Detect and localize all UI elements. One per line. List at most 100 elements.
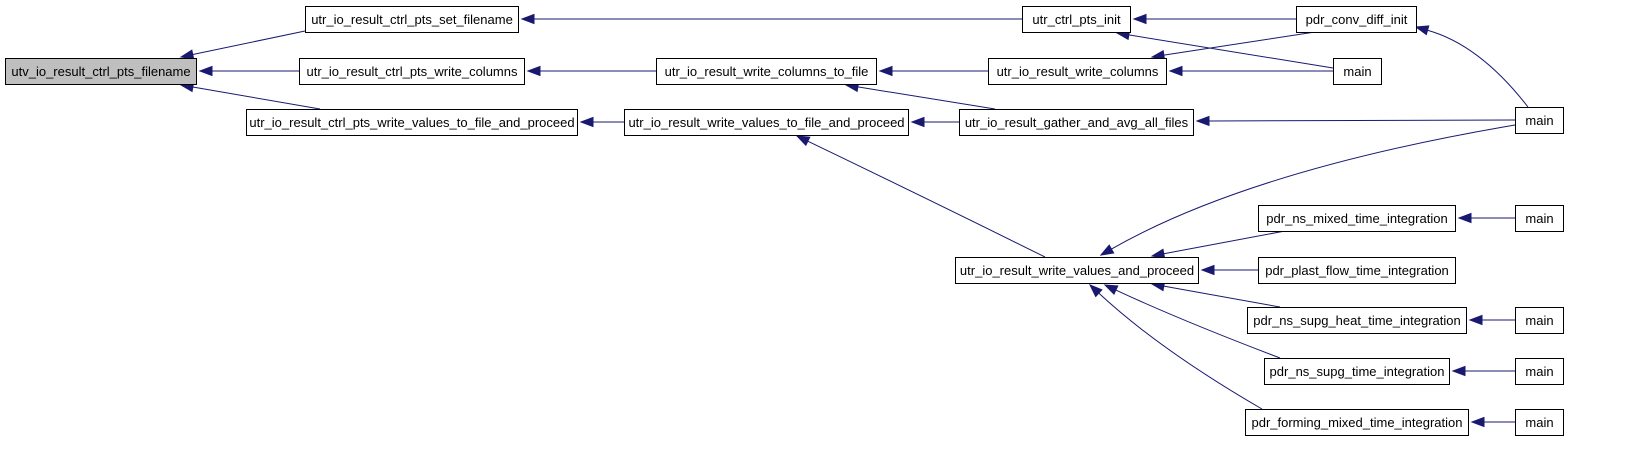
arrowhead-icon — [1088, 284, 1103, 298]
node-box — [1264, 358, 1450, 385]
node-box — [1022, 6, 1131, 33]
node-box — [1333, 58, 1382, 85]
edge-n3-to-n0 — [192, 86, 321, 110]
edge-n1-to-n0 — [192, 30, 306, 56]
node-box — [624, 109, 909, 136]
caller-node[interactable]: pdr_ns_supg_time_integration — [1264, 358, 1450, 385]
caller-node[interactable]: pdr_forming_mixed_time_integration — [1245, 409, 1469, 436]
node-label: main — [1525, 415, 1553, 430]
arrowhead-icon — [1150, 248, 1166, 259]
node-label: utr_io_result_ctrl_pts_write_values_to_f… — [249, 115, 574, 130]
caller-node[interactable]: utr_io_result_write_columns_to_file — [656, 58, 877, 85]
edge-n13-to-n12 — [1163, 230, 1286, 255]
node-box — [1245, 409, 1469, 436]
edge-n11-to-n10 — [1208, 119, 1516, 122]
caller-node[interactable]: utr_ctrl_pts_init — [1022, 6, 1131, 33]
caller-node[interactable]: utr_io_result_write_columns — [988, 58, 1167, 85]
node-label: main — [1343, 64, 1371, 79]
caller-node[interactable]: pdr_ns_mixed_time_integration — [1258, 205, 1456, 232]
arrowhead-icon — [1103, 284, 1119, 296]
node-box — [988, 58, 1167, 85]
node-label: pdr_forming_mixed_time_integration — [1251, 415, 1462, 430]
caller-node[interactable]: main — [1515, 107, 1564, 134]
caller-node[interactable]: utr_io_result_ctrl_pts_write_columns — [299, 58, 525, 85]
edge-n12-to-n6 — [807, 140, 1046, 258]
node-label: pdr_ns_mixed_time_integration — [1266, 211, 1447, 226]
node-label: utr_io_result_write_columns — [997, 64, 1159, 79]
node-label: main — [1525, 364, 1553, 379]
node-box — [1258, 257, 1456, 284]
caller-node[interactable]: main — [1515, 409, 1564, 436]
node-box — [299, 58, 525, 85]
nodes-layer: utv_io_result_ctrl_pts_filename utr_io_re… — [5, 6, 1564, 436]
edge-n18-to-n12 — [1115, 289, 1281, 359]
node-box — [1515, 358, 1564, 385]
node-label: pdr_plast_flow_time_integration — [1265, 263, 1449, 278]
node-box — [1296, 6, 1417, 33]
arrowhead-icon — [1200, 264, 1215, 276]
arrowhead-icon — [1468, 314, 1483, 326]
caller-node[interactable]: main — [1333, 58, 1382, 85]
node-box — [1258, 205, 1456, 232]
node-box — [959, 109, 1194, 136]
caller-node[interactable]: pdr_conv_diff_init — [1296, 6, 1417, 33]
node-label: pdr_ns_supg_time_integration — [1270, 364, 1445, 379]
node-label: utr_io_result_ctrl_pts_write_columns — [307, 64, 518, 79]
arrowhead-icon — [795, 135, 811, 147]
caller-node[interactable]: main — [1515, 205, 1564, 232]
arrowhead-icon — [1132, 13, 1147, 25]
edges-layer — [179, 13, 1529, 428]
arrowhead-icon — [1099, 244, 1115, 256]
node-box — [305, 6, 519, 33]
caller-node[interactable]: main — [1515, 307, 1564, 334]
node-label: utr_io_result_ctrl_pts_set_filename — [311, 12, 513, 27]
node-box — [1515, 409, 1564, 436]
edge-n10-to-n5 — [857, 86, 996, 110]
node-box — [1515, 205, 1564, 232]
caller-node[interactable]: utr_io_result_write_values_to_file_and_p… — [624, 109, 909, 136]
arrowhead-icon — [1457, 212, 1472, 224]
arrowhead-icon — [1168, 65, 1183, 77]
caller-node[interactable]: pdr_plast_flow_time_integration — [1258, 257, 1456, 284]
node-label: utr_io_result_gather_and_avg_all_files — [965, 115, 1189, 130]
node-label: utr_io_result_write_columns_to_file — [665, 64, 869, 79]
arrowhead-icon — [910, 116, 925, 128]
edge-n8-to-n4 — [1128, 34, 1334, 69]
arrowhead-icon — [1451, 365, 1466, 377]
node-label: pdr_ns_supg_heat_time_integration — [1253, 313, 1460, 328]
node-label: main — [1525, 211, 1553, 226]
edge-n16-to-n12 — [1163, 285, 1281, 308]
node-label: utr_io_result_write_values_and_proceed — [960, 263, 1194, 278]
arrowhead-icon — [1195, 115, 1210, 127]
node-box — [656, 58, 877, 85]
caller-node[interactable]: utr_io_result_gather_and_avg_all_files — [959, 109, 1194, 136]
node-box — [1247, 307, 1467, 334]
node-box — [955, 257, 1199, 284]
node-label: utv_io_result_ctrl_pts_filename — [11, 64, 190, 79]
node-label: utr_ctrl_pts_init — [1032, 12, 1121, 27]
node-box — [246, 109, 578, 136]
caller-node[interactable]: main — [1515, 358, 1564, 385]
arrowhead-icon — [520, 13, 535, 25]
node-box — [1515, 107, 1564, 134]
node-box — [5, 58, 197, 85]
caller-node[interactable]: utr_io_result_ctrl_pts_set_filename — [305, 6, 519, 33]
caller-node[interactable]: pdr_ns_supg_heat_time_integration — [1247, 307, 1467, 334]
node-label: main — [1525, 113, 1553, 128]
arrowhead-icon — [1470, 416, 1485, 428]
edge-n20-to-n12 — [1098, 292, 1263, 410]
node-label: utr_io_result_write_values_to_file_and_p… — [628, 115, 904, 130]
arrowhead-icon — [579, 116, 594, 128]
caller-node[interactable]: utr_io_result_ctrl_pts_write_values_to_f… — [246, 109, 578, 136]
arrowhead-icon — [526, 65, 541, 77]
root-function-node[interactable]: utv_io_result_ctrl_pts_filename — [5, 58, 197, 85]
node-label: main — [1525, 313, 1553, 328]
caller-node[interactable]: utr_io_result_write_values_and_proceed — [955, 257, 1199, 284]
edge-n11-to-n7 — [1427, 29, 1529, 108]
node-box — [1515, 307, 1564, 334]
edge-n7-to-n9 — [1163, 31, 1316, 56]
arrowhead-icon — [179, 49, 195, 60]
arrowhead-icon — [198, 65, 213, 77]
arrowhead-icon — [878, 65, 893, 77]
